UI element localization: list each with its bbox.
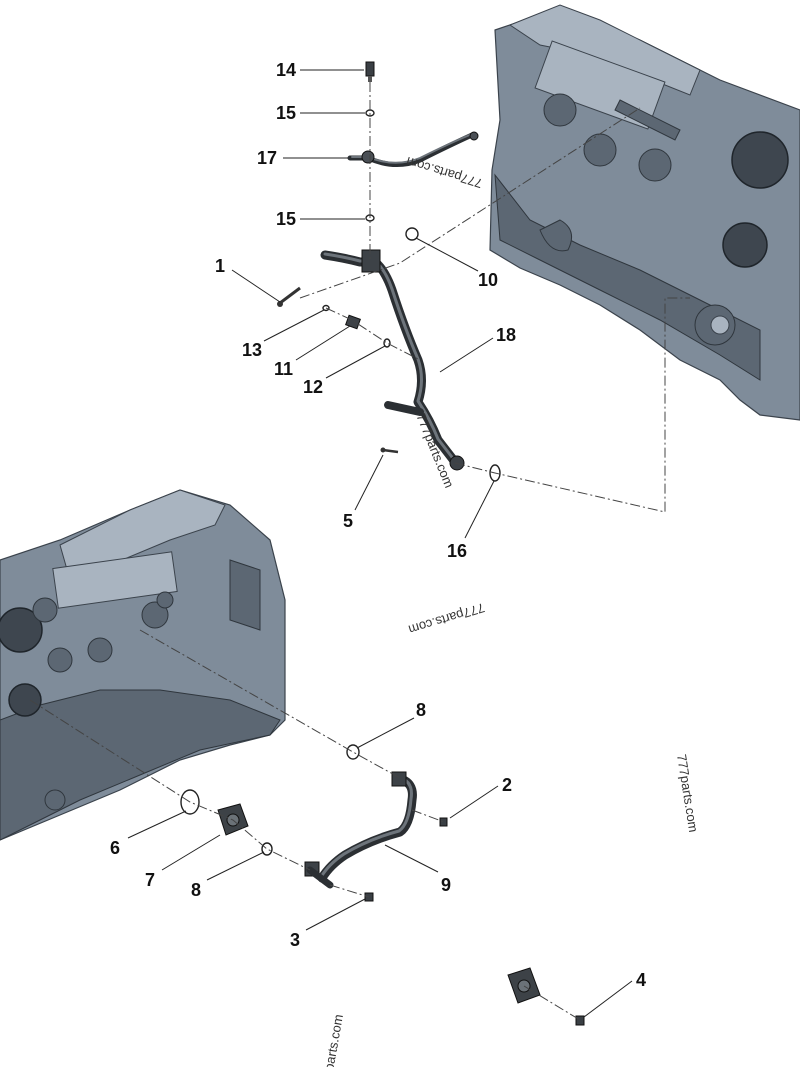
leader-lines <box>127 69 633 1018</box>
callout-5: 5 <box>343 511 353 531</box>
callout-8-lower: 8 <box>191 880 201 900</box>
o-ring-8-lower <box>261 842 273 856</box>
callout-15-top: 15 <box>276 103 296 123</box>
bolt-2 <box>439 817 448 827</box>
washer-13 <box>322 304 330 312</box>
o-ring-10 <box>405 227 419 241</box>
o-ring-16 <box>489 464 501 482</box>
callout-6: 6 <box>110 838 120 858</box>
bolt-14 <box>365 61 375 82</box>
callout-11: 11 <box>274 359 293 379</box>
engine-block-upper <box>489 4 800 421</box>
callout-4: 4 <box>636 970 646 990</box>
callout-2: 2 <box>502 775 512 795</box>
assembly-lines <box>29 82 690 1021</box>
watermark-3: 777parts.com <box>407 600 487 637</box>
bolt-1 <box>277 286 301 307</box>
bolt-4 <box>575 1015 585 1026</box>
callout-3: 3 <box>290 930 300 950</box>
engine-block-lower <box>0 489 286 841</box>
callout-9: 9 <box>441 875 451 895</box>
watermark-1: 777parts.com <box>404 154 484 191</box>
callout-8-upper: 8 <box>416 700 426 720</box>
o-ring-6 <box>180 789 200 815</box>
callout-14: 14 <box>276 60 296 80</box>
fitting-11 <box>345 314 361 330</box>
watermark-4: 777parts.com <box>674 753 701 833</box>
flange-4 <box>507 967 541 1004</box>
callout-1: 1 <box>215 256 225 276</box>
seal-12 <box>383 338 391 348</box>
callout-16: 16 <box>447 541 467 561</box>
callout-10: 10 <box>478 270 498 290</box>
callout-7: 7 <box>145 870 155 890</box>
callouts: 14 15 17 15 1 10 13 11 12 18 5 16 8 2 6 … <box>110 60 646 990</box>
callout-18: 18 <box>496 325 516 345</box>
callout-17: 17 <box>257 148 277 168</box>
callout-15-bottom: 15 <box>276 209 296 229</box>
tube-9 <box>304 771 417 889</box>
bolt-5 <box>380 447 399 454</box>
callout-13: 13 <box>242 340 262 360</box>
tube-18 <box>320 249 465 471</box>
tube-17 <box>347 131 479 167</box>
watermark-5: parts.com <box>321 1013 346 1067</box>
o-ring-8-upper <box>346 744 360 760</box>
callout-12: 12 <box>303 377 323 397</box>
